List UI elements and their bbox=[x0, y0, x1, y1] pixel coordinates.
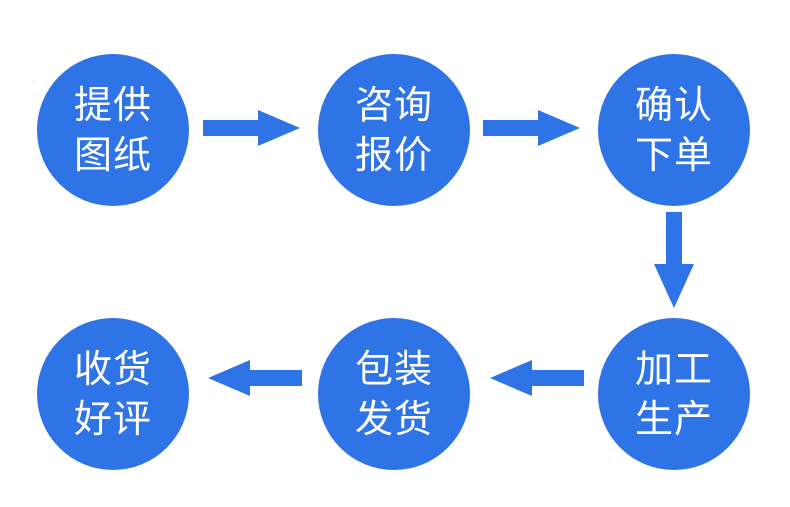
step-receive-review: 收货 好评 bbox=[37, 318, 189, 470]
arrow-left-icon bbox=[208, 360, 302, 396]
step-label-line2: 生产 bbox=[634, 397, 713, 441]
step-label-line1: 咨询 bbox=[354, 83, 433, 127]
step-label-line2: 下单 bbox=[634, 133, 713, 177]
step-label-line1: 加工 bbox=[634, 347, 713, 391]
step-confirm-order: 确认 下单 bbox=[598, 54, 750, 206]
step-label-line2: 报价 bbox=[354, 133, 433, 177]
step-processing-production: 加工 生产 bbox=[598, 318, 750, 470]
arrow-right-icon bbox=[483, 110, 580, 146]
step-provide-drawings: 提供 图纸 bbox=[37, 54, 189, 206]
step-label-line1: 收货 bbox=[73, 347, 152, 391]
step-consult-quote: 咨询 报价 bbox=[318, 54, 470, 206]
arrow-left-icon bbox=[490, 360, 584, 396]
step-label-line1: 包装 bbox=[354, 347, 433, 391]
step-label-line1: 提供 bbox=[73, 83, 152, 127]
step-label-line2: 发货 bbox=[354, 397, 433, 441]
step-label-line2: 图纸 bbox=[73, 133, 152, 177]
step-packing-shipping: 包装 发货 bbox=[318, 318, 470, 470]
arrow-down-icon bbox=[654, 212, 694, 308]
step-label-line2: 好评 bbox=[73, 397, 152, 441]
step-label-line1: 确认 bbox=[634, 83, 713, 127]
arrow-right-icon bbox=[203, 110, 300, 146]
